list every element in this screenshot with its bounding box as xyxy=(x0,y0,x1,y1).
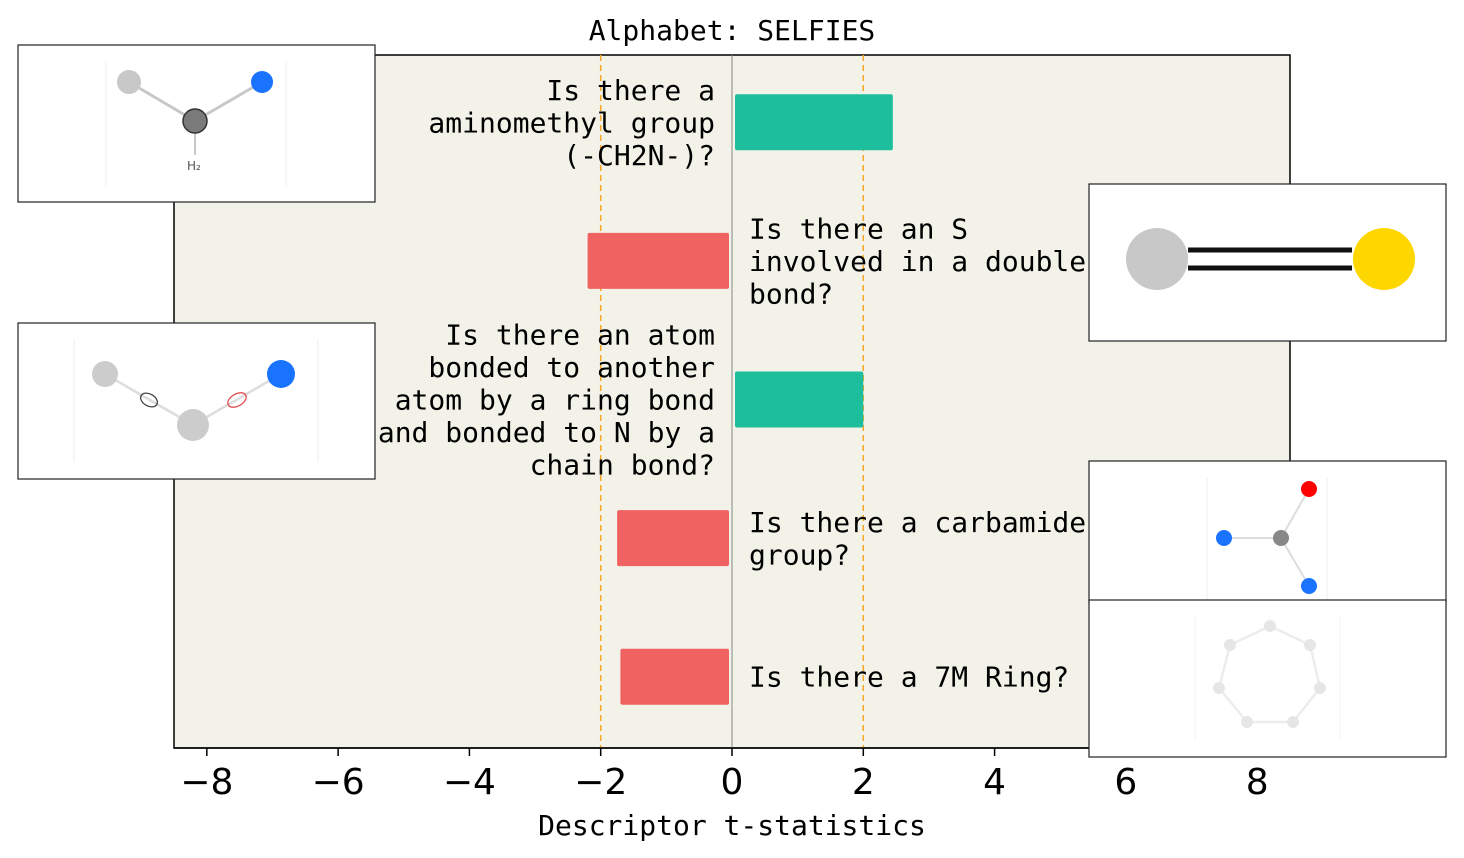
bar xyxy=(735,371,864,428)
carbon-atom-icon xyxy=(177,409,209,441)
x-axis: −8 −6 −4 −2 0 2 4 6 8 xyxy=(174,747,1290,803)
x-tick-label: 4 xyxy=(983,762,1006,803)
h2-label: H₂ xyxy=(187,159,201,173)
carbon-atom-icon xyxy=(92,361,118,387)
oxygen-atom-icon xyxy=(1301,481,1317,497)
bar xyxy=(620,648,729,705)
nitrogen-atom-icon xyxy=(267,360,295,388)
bar xyxy=(587,232,729,289)
carbon-atom-icon xyxy=(1126,228,1188,290)
x-tick-label: 6 xyxy=(1114,762,1137,803)
nitrogen-atom-icon xyxy=(1301,578,1317,594)
x-tick-label: 8 xyxy=(1246,762,1269,803)
x-tick-label: 2 xyxy=(852,762,875,803)
x-tick-label: 0 xyxy=(721,762,744,803)
nitrogen-atom-icon xyxy=(251,71,273,93)
x-axis-label: Descriptor t-statistics xyxy=(538,809,926,842)
bar xyxy=(735,94,893,151)
carbamide-molecule xyxy=(1088,460,1447,604)
ring-bond-molecule xyxy=(17,322,376,480)
x-tick-label: −8 xyxy=(180,762,233,803)
x-tick-label: −2 xyxy=(574,762,627,803)
threshold-lines xyxy=(599,55,865,748)
seven-membered-ring-molecule xyxy=(1088,599,1447,758)
sulfur-atom-icon xyxy=(1353,228,1415,290)
carbon-sulfur-double-bond-molecule xyxy=(1088,183,1447,342)
aminomethyl-molecule: H₂ xyxy=(17,44,376,203)
nitrogen-atom-icon xyxy=(1216,530,1232,546)
carbon-atom-icon xyxy=(1273,530,1289,546)
bar-label: Is there a 7M Ring? xyxy=(749,661,1069,694)
bars xyxy=(587,94,893,705)
carbon-atom-icon xyxy=(117,70,141,94)
carbon-atom-icon xyxy=(182,108,208,134)
chart-title: Alphabet: SELFIES xyxy=(589,14,876,47)
x-tick-label: −6 xyxy=(312,762,365,803)
bar xyxy=(617,510,729,567)
x-tick-label: −4 xyxy=(443,762,496,803)
